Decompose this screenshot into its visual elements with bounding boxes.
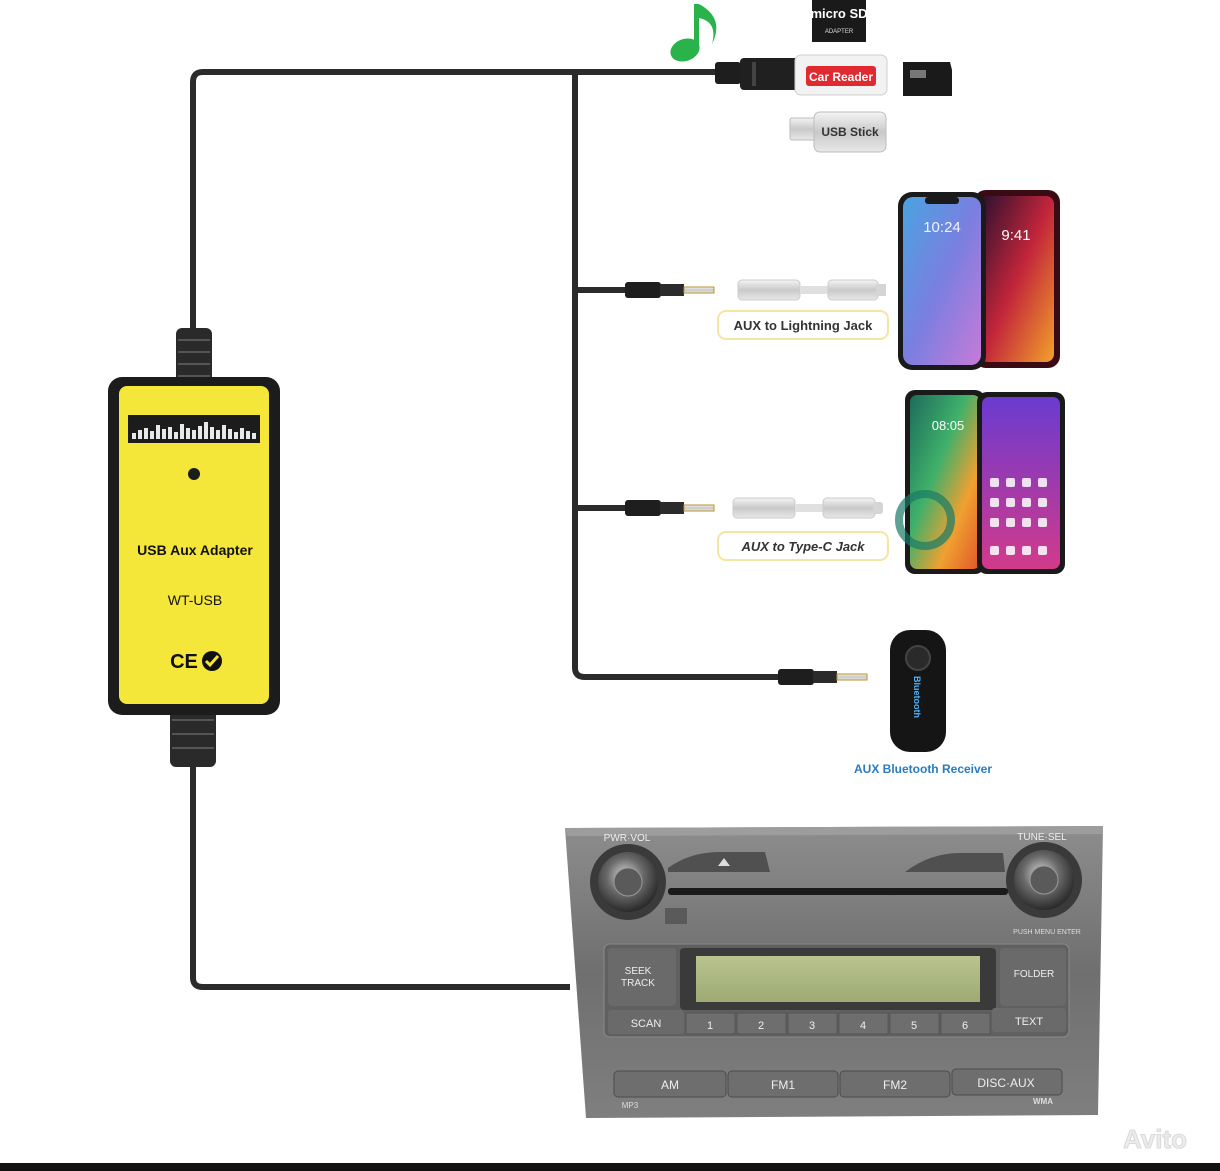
- bottom-border: [0, 1163, 1220, 1171]
- card-reader-label: Car Reader: [809, 70, 873, 84]
- folder-button[interactable]: FOLDER: [1000, 948, 1066, 1006]
- micro-sd-label: micro SD: [810, 6, 867, 21]
- right-trim: [905, 853, 1005, 872]
- text-button[interactable]: TEXT: [992, 1008, 1066, 1032]
- bluetooth-receiver: Bluetooth: [890, 630, 946, 752]
- lightning-label: AUX to Lightning Jack: [734, 318, 873, 333]
- preset-button-2[interactable]: 2: [736, 1012, 787, 1035]
- preset-label: 6: [962, 1020, 968, 1032]
- lightning-dongle: [737, 279, 886, 301]
- text-label: TEXT: [1015, 1016, 1043, 1028]
- preset-label: 4: [860, 1020, 866, 1032]
- cd-logo-icon: [665, 908, 687, 924]
- usb-stick: USB Stick: [789, 111, 887, 153]
- track-label: TRACK: [621, 978, 655, 989]
- android-phone-huawei: 08:05: [895, 390, 985, 574]
- preset-button-1[interactable]: 1: [685, 1012, 736, 1035]
- usb-stick-label: USB Stick: [821, 125, 879, 139]
- band-label: AM: [661, 1078, 679, 1092]
- preset-label: 2: [758, 1020, 764, 1032]
- card-reader: Car Reader: [794, 54, 888, 96]
- aux-plug-lightning: [625, 282, 715, 298]
- eject-icon: [718, 858, 730, 866]
- adapter-title: USB Aux Adapter: [137, 542, 253, 558]
- mp3-logo: MP3: [622, 1101, 639, 1110]
- iphone-red: 9:41: [974, 190, 1060, 368]
- bluetooth-device-text: Bluetooth: [912, 676, 922, 718]
- band-label: FM1: [771, 1078, 795, 1092]
- micro-sd-card: [903, 62, 952, 96]
- usb-connector: [715, 58, 800, 90]
- status-led: [188, 468, 200, 480]
- band-buttons: AM FM1 FM2 DISC·AUX: [613, 1068, 1063, 1098]
- band-button-fm2[interactable]: FM2: [839, 1070, 951, 1098]
- volume-knob[interactable]: [590, 844, 666, 920]
- typec-dongle: [732, 497, 883, 519]
- avito-watermark: Avito: [1123, 1124, 1187, 1154]
- typec-label: AUX to Type-C Jack: [740, 539, 865, 554]
- eject-button[interactable]: [668, 852, 770, 872]
- band-label: DISC·AUX: [977, 1076, 1034, 1090]
- ce-mark-icon: CE: [170, 651, 198, 673]
- pwr-vol-label: PWR·VOL: [604, 833, 651, 844]
- music-note-icon: [670, 4, 717, 62]
- folder-label: FOLDER: [1014, 969, 1055, 980]
- tune-knob[interactable]: [1006, 842, 1082, 918]
- preset-label: 5: [911, 1020, 917, 1032]
- lightning-label-box: AUX to Lightning Jack: [717, 310, 889, 340]
- cd-slot: [668, 888, 1008, 895]
- check-badge-icon: [202, 651, 222, 671]
- push-menu-label: PUSH MENU ENTER: [1013, 929, 1081, 936]
- cables: [190, 69, 790, 990]
- scan-label: SCAN: [631, 1018, 662, 1030]
- band-button-disc-aux[interactable]: DISC·AUX: [951, 1068, 1063, 1096]
- bluetooth-label: AUX Bluetooth Receiver: [854, 762, 992, 776]
- android-phone-xiaomi: [977, 392, 1065, 574]
- wma-logo: WMA: [1033, 1097, 1053, 1106]
- iphone-white: 10:24: [898, 192, 986, 370]
- preset-label: 3: [809, 1020, 815, 1032]
- adapter-label: ADAPTER: [825, 29, 854, 35]
- usb-aux-adapter: USB Aux Adapter WT-USB CE: [108, 328, 280, 767]
- tune-sel-label: TUNE·SEL: [1017, 832, 1067, 843]
- huawei-time: 08:05: [932, 418, 965, 433]
- iphone-red-time: 9:41: [1001, 227, 1030, 244]
- app-icons-grid: [990, 478, 1047, 555]
- preset-buttons: 1 2 3 4 5 6: [685, 1012, 991, 1035]
- preset-button-5[interactable]: 5: [889, 1012, 940, 1035]
- seek-label: SEEK: [625, 966, 652, 977]
- scan-button[interactable]: SCAN: [608, 1010, 684, 1034]
- lcd-display: [696, 956, 980, 1002]
- cable-splitter-trunk: [572, 72, 790, 680]
- aux-plug-typec: [625, 500, 715, 516]
- car-radio: PWR·VOL TUNE·SEL PUSH MENU ENTER SEEK: [565, 826, 1103, 1118]
- preset-label: 1: [707, 1020, 713, 1032]
- cable-adapter-to-usb: [190, 69, 720, 335]
- iphone-white-time: 10:24: [923, 219, 961, 236]
- seek-track-button[interactable]: SEEK TRACK: [608, 948, 676, 1006]
- adapter-model: WT-USB: [168, 592, 222, 608]
- micro-sd-adapter: micro SD ADAPTER: [810, 0, 868, 42]
- preset-button-6[interactable]: 6: [940, 1012, 991, 1035]
- cable-adapter-to-radio: [190, 760, 570, 990]
- band-button-fm1[interactable]: FM1: [727, 1070, 839, 1098]
- preset-button-3[interactable]: 3: [787, 1012, 838, 1035]
- typec-label-box: AUX to Type-C Jack: [717, 531, 889, 561]
- preset-button-4[interactable]: 4: [838, 1012, 889, 1035]
- band-button-am[interactable]: AM: [613, 1070, 727, 1098]
- band-label: FM2: [883, 1078, 907, 1092]
- aux-plug-bluetooth: [778, 669, 868, 685]
